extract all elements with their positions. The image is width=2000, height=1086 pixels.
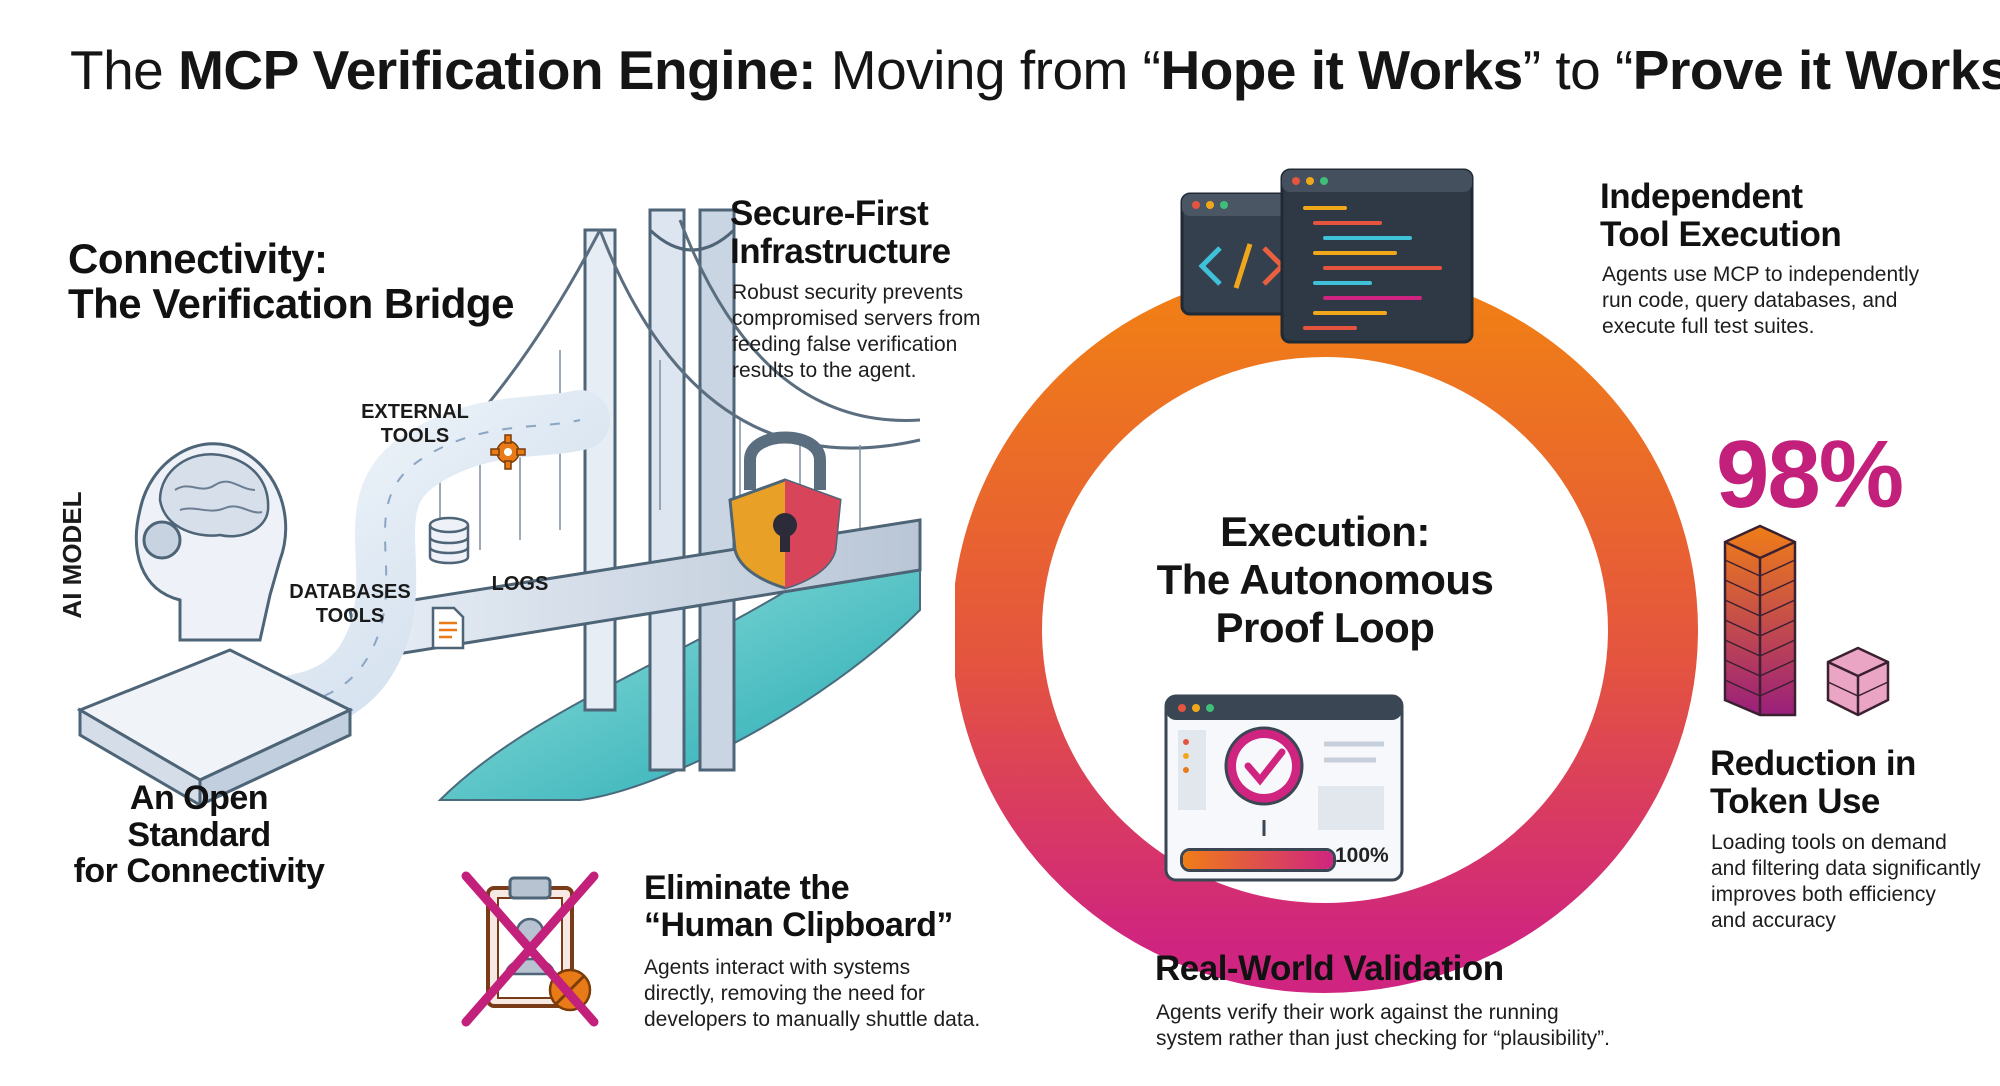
open-standard-caption: An Open Standard for Connectivity: [73, 779, 325, 891]
secure-body: Robust security prevents compromised ser…: [732, 281, 981, 382]
execution-center-text: Execution: The Autonomous Proof Loop: [1156, 508, 1494, 651]
brain-head-icon: [134, 442, 288, 642]
databases-tools-label: DATABASES TOOLS: [289, 581, 411, 627]
token-stack-icon: [1723, 524, 1890, 717]
clipboard-heading: Eliminate the “Human Clipboard”: [644, 869, 953, 944]
page-title: The MCP Verification Engine: Moving from…: [70, 39, 2000, 101]
secure-heading: Secure-First Infrastructure: [730, 194, 951, 271]
code-window-icon: [1180, 168, 1474, 344]
ai-model-label: AI MODEL: [57, 491, 87, 619]
suspension-bridge-icon: [76, 208, 922, 808]
reduction-heading: Reduction in Token Use: [1710, 744, 1916, 821]
independent-heading: Independent Tool Execution: [1600, 177, 1842, 254]
connectivity-heading: Connectivity: The Verification Bridge: [68, 235, 514, 328]
progress-fill: [1183, 851, 1333, 869]
padlock-shield-icon: [728, 431, 842, 590]
crossed-clipboard-icon: [461, 871, 599, 1027]
gear-icon: [490, 434, 526, 470]
external-tools-label: EXTERNAL TOOLS: [361, 401, 469, 447]
logs-label: LOGS: [491, 573, 549, 595]
reduction-percentage: 98%: [1716, 421, 1904, 528]
reduction-body: Loading tools on demand and filtering da…: [1711, 831, 1981, 932]
document-icon: [431, 606, 465, 650]
independent-body: Agents use MCP to independently run code…: [1602, 263, 1920, 338]
checkmark-window-icon: [1164, 694, 1404, 882]
validation-progress-bar: [1180, 848, 1336, 872]
clipboard-body: Agents interact with systems directly, r…: [644, 956, 981, 1031]
validation-heading: Real-World Validation: [1155, 949, 1504, 988]
validation-body: Agents verify their work against the run…: [1156, 1001, 1611, 1050]
database-icon: [428, 516, 470, 565]
progress-label: 100%: [1335, 844, 1389, 867]
